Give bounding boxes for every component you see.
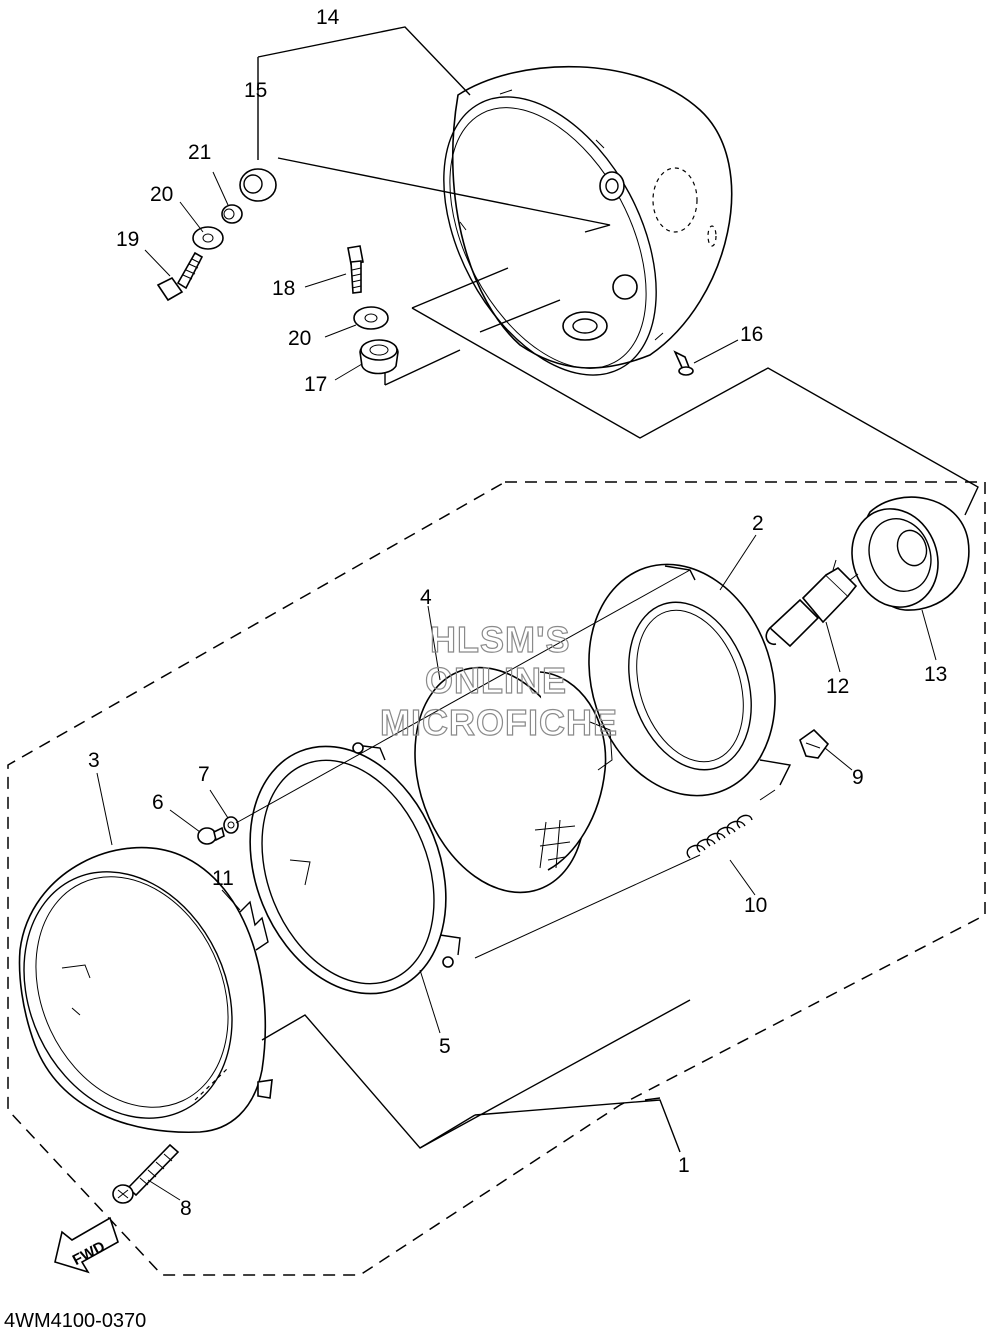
callout-2: 2 <box>752 512 764 535</box>
washer-part-20-lower <box>353 306 389 330</box>
forward-direction-arrow: FWD <box>54 1216 119 1274</box>
callout-1: 1 <box>678 1154 690 1177</box>
callout-13: 13 <box>924 663 947 686</box>
headlight-case-part-2 <box>588 563 792 797</box>
bracket-17-18-lines <box>384 267 561 386</box>
leader-5 <box>419 969 441 1034</box>
outer-rim-part-3 <box>18 846 273 1134</box>
drawing-code: 4WM4100-0370 <box>4 1310 146 1332</box>
leader-13 <box>921 609 937 661</box>
washer-part-20-upper <box>192 226 224 250</box>
callout-3: 3 <box>88 749 100 772</box>
callout-4: 4 <box>420 586 432 609</box>
leader-16 <box>693 339 739 364</box>
leader-housing-to-13 <box>411 307 979 516</box>
callout-12: 12 <box>826 675 849 698</box>
leader-2 <box>719 534 757 591</box>
grommet-part-17 <box>359 339 399 375</box>
callout-20-upper: 20 <box>150 183 173 206</box>
collar-part-21 <box>221 204 243 224</box>
leader-6 <box>169 809 201 833</box>
callout-11: 11 <box>212 867 234 890</box>
leader-10 <box>729 859 756 896</box>
leader-20b <box>324 324 357 338</box>
callout-7: 7 <box>198 763 210 786</box>
callout-15: 15 <box>244 79 267 102</box>
bolt-part-19 <box>156 251 204 302</box>
socket-cover-part-13 <box>851 496 970 611</box>
screw-part-8 <box>112 1143 180 1204</box>
leader-12 <box>825 621 841 673</box>
callout-17: 17 <box>304 373 327 396</box>
callout-19: 19 <box>116 228 139 251</box>
bracket-1-arm <box>419 999 691 1149</box>
headlight-housing <box>443 65 733 376</box>
leader-21 <box>212 171 229 206</box>
screw-part-6 <box>197 826 225 845</box>
watermark-line-1: HLSM'S <box>430 619 571 660</box>
bulb-part-12 <box>765 559 859 648</box>
screw-part-16 <box>673 350 694 376</box>
inner-rim-part-5 <box>249 742 461 995</box>
callout-14: 14 <box>316 6 340 29</box>
leader-4 <box>427 605 441 681</box>
callout-21: 21 <box>188 141 211 164</box>
watermark: HLSM'S ONLINE MICROFICHE <box>379 618 618 743</box>
watermark-line-2: ONLINE <box>425 660 567 701</box>
leader-9 <box>824 747 853 771</box>
bracket-1-lines <box>261 1014 681 1153</box>
callout-10: 10 <box>744 894 767 917</box>
callout-5: 5 <box>439 1035 451 1058</box>
callout-6: 6 <box>152 791 164 814</box>
washer-part-7 <box>223 816 239 834</box>
leader-7 <box>209 789 229 819</box>
callout-18: 18 <box>272 277 295 300</box>
grommet-part-15 <box>239 168 277 202</box>
leader-11 <box>221 889 241 911</box>
assembly-boundary-dashed <box>7 481 986 1276</box>
sealed-beam-part-4 <box>414 666 613 894</box>
leader-3 <box>96 772 113 846</box>
adjuster-clip-part-9 <box>799 728 830 759</box>
leader-18 <box>304 273 347 288</box>
callout-9: 9 <box>852 766 864 789</box>
leader-6-7-to-2 <box>235 569 691 824</box>
callout-8: 8 <box>180 1197 192 1220</box>
leader-8 <box>147 1179 181 1201</box>
callout-20-lower: 20 <box>288 327 311 350</box>
callout-16: 16 <box>740 323 763 346</box>
leader-20a <box>179 201 204 233</box>
spring-part-10 <box>686 814 753 859</box>
leader-19 <box>144 249 171 277</box>
spring-clip-part-11 <box>239 900 269 951</box>
bolt-part-18 <box>347 245 364 294</box>
leader-15-housing <box>277 157 611 233</box>
leader-spring-line <box>474 789 776 959</box>
leader-17 <box>334 363 363 381</box>
bracket-14-lines <box>257 26 471 160</box>
watermark-line-3: MICROFICHE <box>380 702 618 743</box>
